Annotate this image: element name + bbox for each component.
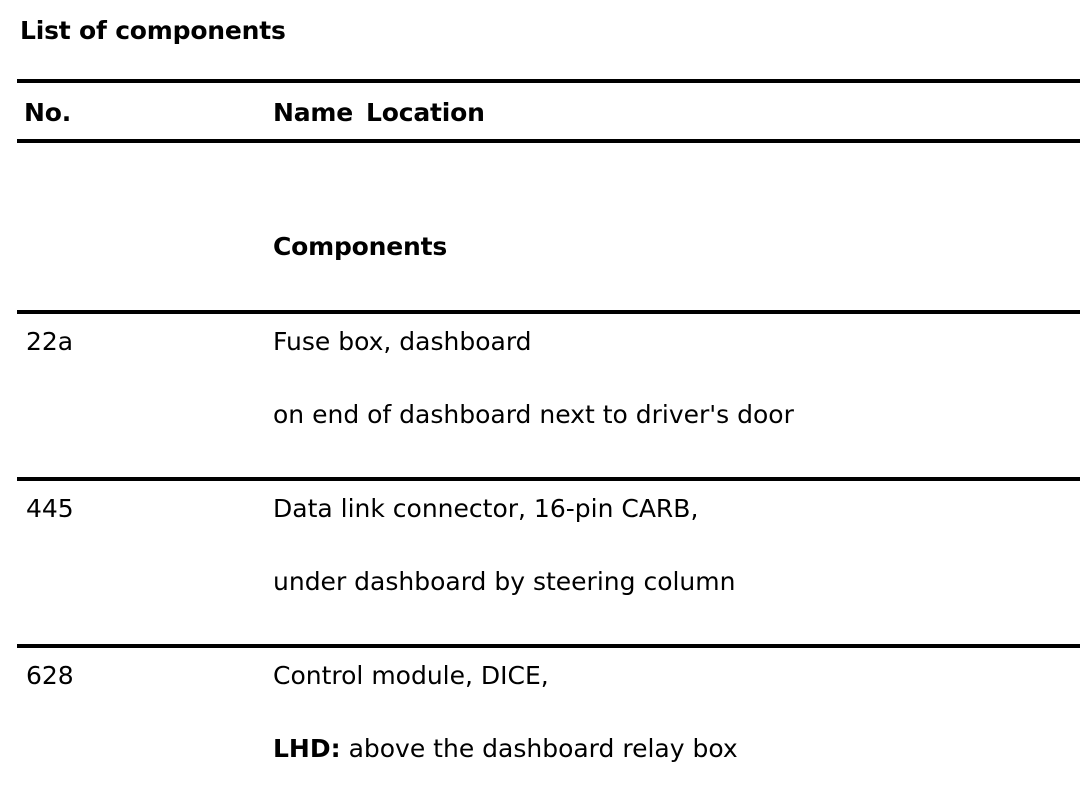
column-header-name-location: Name Location (273, 98, 1073, 128)
column-header-no: No. (24, 98, 71, 127)
row-number: 445 (26, 494, 74, 523)
row-name: Data link connector, 16-pin CARB, (273, 494, 699, 523)
row-separator-1 (17, 310, 1080, 314)
page-title: List of components (20, 16, 286, 45)
row-separator-3 (17, 644, 1080, 648)
row-number: 628 (26, 661, 74, 690)
column-header-location: Location (366, 98, 485, 127)
row-separator-2 (17, 477, 1080, 481)
row-location-text: under dashboard by steering column (273, 567, 736, 596)
table-top-rule (17, 79, 1080, 83)
table-header-rule (17, 139, 1080, 143)
row-location: on end of dashboard next to driver's doo… (273, 400, 1073, 430)
section-heading-components: Components (273, 232, 448, 261)
row-location-text: above the dashboard relay box (348, 734, 738, 763)
row-location: LHD: above the dashboard relay box (273, 734, 1073, 764)
row-name: Control module, DICE, (273, 661, 549, 690)
row-location-spacer (341, 734, 349, 763)
column-header-name: Name (273, 98, 353, 127)
row-name: Fuse box, dashboard (273, 327, 532, 356)
row-location-text: on end of dashboard next to driver's doo… (273, 400, 794, 429)
row-location-prefix: LHD: (273, 734, 341, 763)
row-location: under dashboard by steering column (273, 567, 1073, 597)
row-number: 22a (26, 327, 74, 356)
